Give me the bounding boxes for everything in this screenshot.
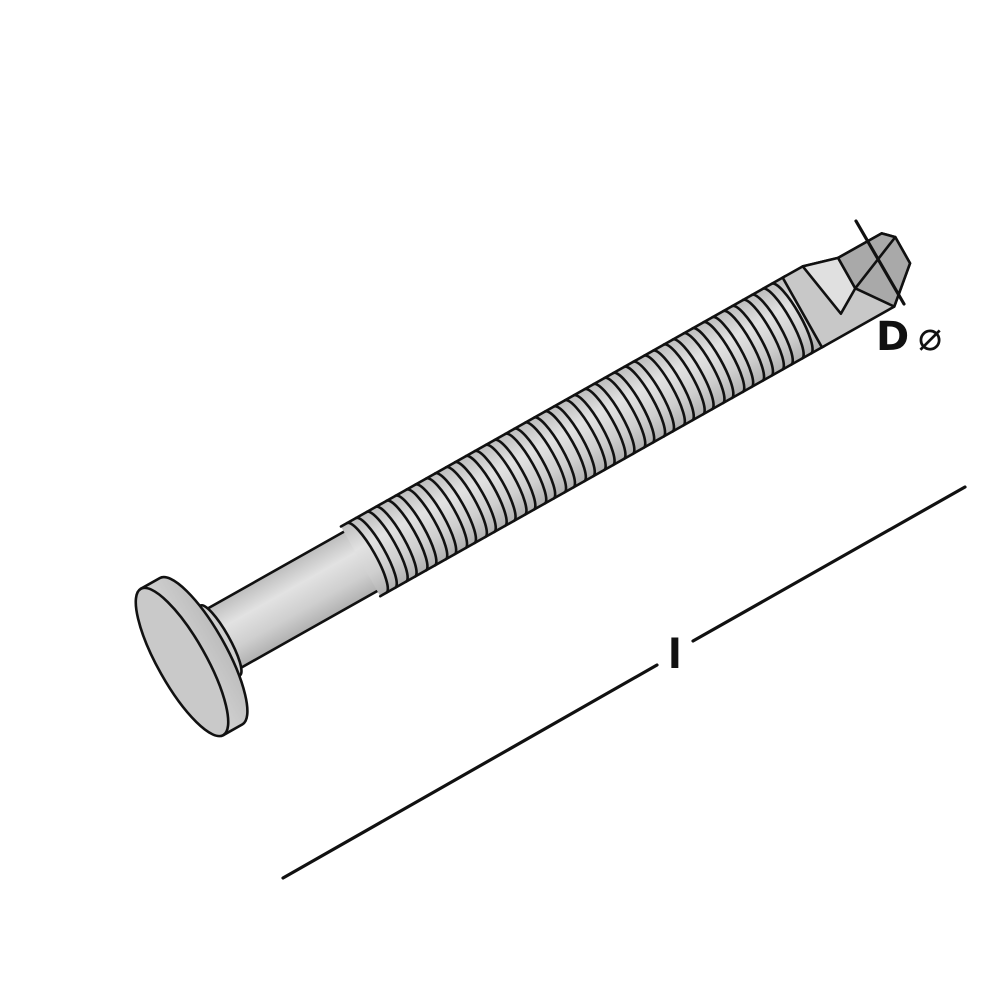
- thread-groove-edge: [592, 382, 636, 456]
- thread-groove-edge: [750, 293, 795, 366]
- thread-groove: [622, 365, 667, 438]
- length-dimension: l: [281, 485, 967, 880]
- thread-groove-edge: [770, 282, 814, 355]
- thread-groove: [365, 510, 409, 583]
- thread-groove: [405, 488, 449, 561]
- thread-groove-edge: [453, 460, 498, 534]
- thread-groove-edge: [433, 471, 478, 545]
- thread-groove-edge: [513, 427, 557, 500]
- thread-groove-edge: [473, 449, 517, 523]
- screw: [134, 232, 912, 738]
- thread-groove: [484, 443, 528, 516]
- diameter-dimension: D ⌀: [854, 219, 942, 360]
- length-line-lower: [281, 663, 659, 880]
- thread-groove: [444, 465, 489, 539]
- thread-groove-edge: [354, 516, 399, 590]
- thread: [339, 274, 826, 598]
- diameter-label: D: [876, 314, 909, 360]
- diameter-leader-line: [854, 219, 906, 306]
- thread-groove-edge: [572, 393, 616, 467]
- thread-grooves: [345, 282, 814, 595]
- thread-groove: [741, 298, 786, 371]
- thread-groove: [662, 343, 706, 416]
- thread-groove: [563, 398, 607, 472]
- thread-groove: [504, 432, 548, 505]
- thread-groove-edge: [493, 438, 537, 511]
- thread-groove-edge: [730, 304, 775, 378]
- thread-groove: [761, 287, 805, 360]
- diameter-symbol: ⌀: [918, 314, 942, 360]
- thread-groove-edge: [374, 505, 418, 578]
- thread-groove: [721, 309, 766, 383]
- head: [134, 575, 249, 738]
- thread-groove-edge: [631, 360, 676, 433]
- thread-groove: [603, 376, 647, 450]
- thread-groove: [523, 421, 568, 494]
- thread-groove-edge: [532, 416, 577, 489]
- thread-groove: [464, 454, 508, 528]
- thread-groove-edge: [691, 326, 735, 400]
- thread-groove-edge: [612, 371, 656, 445]
- thread-groove: [543, 409, 588, 483]
- thread-groove: [345, 521, 390, 595]
- length-label: l: [668, 632, 682, 678]
- thread-groove: [424, 476, 469, 550]
- thread-groove: [682, 331, 726, 405]
- thread-groove: [642, 354, 687, 427]
- thread-groove-edge: [414, 483, 458, 556]
- thread-groove-edge: [394, 494, 438, 567]
- length-line-upper: [691, 485, 967, 643]
- shank: [198, 527, 383, 674]
- thread-groove: [385, 499, 429, 572]
- thread-groove-edge: [552, 404, 597, 478]
- thread-groove-edge: [671, 337, 715, 411]
- thread-groove-edge: [651, 349, 696, 422]
